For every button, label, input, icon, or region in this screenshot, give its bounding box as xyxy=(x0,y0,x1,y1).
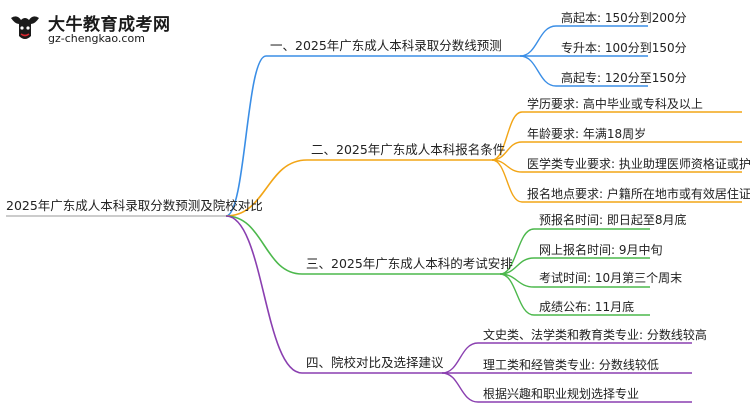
branch-4-label: 四、院校对比及选择建议 xyxy=(306,355,444,370)
branch-4-leaf-1-connector xyxy=(441,342,479,374)
branch-1-leaf-1: 高起本: 150分到200分 xyxy=(561,11,687,25)
logo-site-url: gz-chengkao.com xyxy=(48,32,145,45)
branch-1-leaf-2: 专升本: 100分到150分 xyxy=(561,41,687,55)
branch-4-leaf-3-connector xyxy=(441,372,479,403)
branch-3-leaf-1: 预报名时间: 即日起至8月底 xyxy=(539,213,687,227)
branch-3-leaf-1-connector xyxy=(499,228,535,275)
logo: 大牛教育成考网 gz-chengkao.com xyxy=(8,8,178,48)
branch-1-leaf-3-connector xyxy=(519,55,557,87)
logo-site-name: 大牛教育成考网 xyxy=(48,15,171,35)
branch-4-connector xyxy=(225,215,303,374)
branch-3-connector xyxy=(225,215,303,275)
bull-logo-icon xyxy=(11,16,39,39)
branch-2-leaf-1-connector xyxy=(491,111,523,161)
branch-4-leaf-3: 根据兴趣和职业规划选择专业 xyxy=(483,387,640,401)
branch-2-leaf-2: 年龄要求: 年满18周岁 xyxy=(527,127,647,141)
branch-4-leaf-1: 文史类、法学类和教育类专业: 分数线较高 xyxy=(483,328,707,342)
branch-1-leaf-1-connector xyxy=(519,25,557,57)
branch-1-connector xyxy=(225,55,267,217)
branch-3-leaf-4-connector xyxy=(499,273,535,316)
branch-2-leaf-4: 报名地点要求: 户籍所在地市或有效居住证 xyxy=(527,187,750,201)
branch-2-leaf-2-connector xyxy=(491,141,523,161)
branch-2-leaf-1: 学历要求: 高中毕业或专科及以上 xyxy=(527,97,703,111)
branch-2-leaf-4-connector xyxy=(491,159,523,203)
branch-3-label: 三、2025年广东成人本科的考试安排 xyxy=(306,256,513,271)
branch-1-label: 一、2025年广东成人本科录取分数线预测 xyxy=(270,38,502,53)
branch-4-leaf-2: 理工类和经管类专业: 分数线较低 xyxy=(483,358,659,372)
branch-3-leaf-3: 考试时间: 10月第三个周末 xyxy=(539,271,683,285)
branch-1-leaf-3: 高起专: 120分至150分 xyxy=(561,71,687,85)
branch-2-label: 二、2025年广东成人本科报名条件 xyxy=(311,142,506,157)
branch-3-leaf-2: 网上报名时间: 9月中旬 xyxy=(539,243,663,257)
branch-3-leaf-4: 成绩公布: 11月底 xyxy=(539,300,635,314)
root-node-label: 2025年广东成人本科录取分数预测及院校对比 xyxy=(6,198,263,213)
branch-2-leaf-3: 医学类专业要求: 执业助理医师资格证或护士证 xyxy=(527,157,750,171)
branch-2-connector xyxy=(225,159,308,217)
